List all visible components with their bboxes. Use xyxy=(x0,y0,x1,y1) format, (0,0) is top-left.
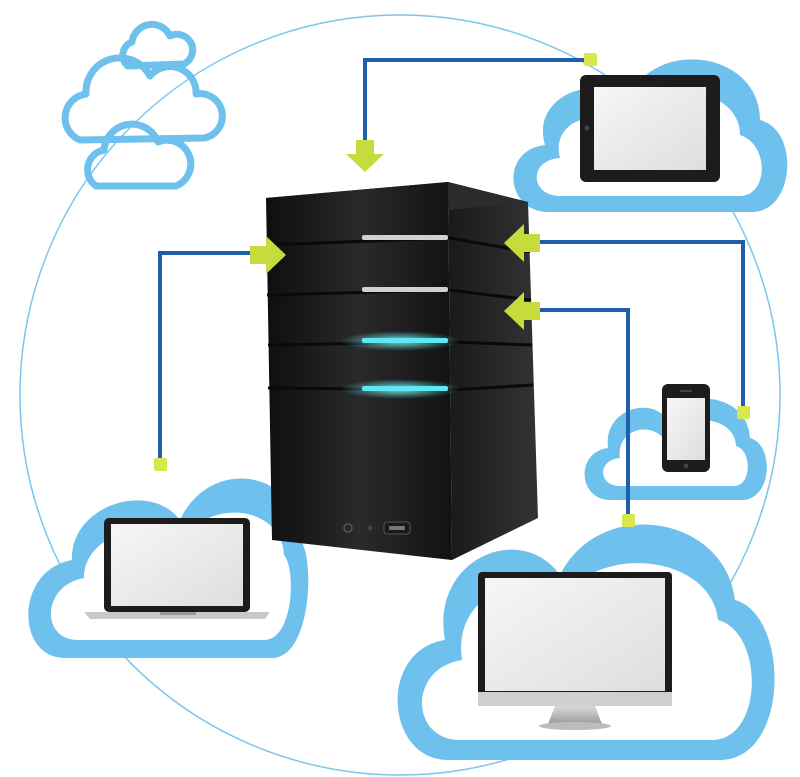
orbit-ring xyxy=(19,14,781,776)
drive-bay-led-4 xyxy=(362,386,448,391)
connector-dot-desktop xyxy=(622,514,635,527)
drive-bay-led-2 xyxy=(362,287,448,292)
line-smartphone-server xyxy=(540,240,745,410)
laptop-device xyxy=(84,518,270,619)
smartphone-device xyxy=(662,384,710,472)
line-desktop-server xyxy=(540,308,630,520)
connector-dot-laptop xyxy=(154,458,167,471)
connector-lines xyxy=(158,58,745,520)
arrow-left-into-server-mid xyxy=(504,292,540,330)
connector-dot-smartphone xyxy=(737,406,750,419)
power-icon xyxy=(343,523,353,533)
cloud-cluster-icon xyxy=(61,20,226,190)
tablet-screen xyxy=(594,87,706,170)
connector-dot-tablet xyxy=(584,53,597,66)
arrows xyxy=(250,140,540,330)
server-tower xyxy=(265,182,538,560)
server-front-panel xyxy=(343,521,411,535)
arrow-down-into-server xyxy=(346,140,384,172)
monitor-stand xyxy=(548,706,602,724)
arrow-left-into-server-top xyxy=(504,224,540,262)
arrow-right-into-server xyxy=(250,236,286,274)
line-laptop-server xyxy=(158,251,250,465)
smartphone-screen xyxy=(667,398,705,460)
drive-bay-led-3 xyxy=(362,338,448,343)
drive-bay-led-1 xyxy=(362,235,448,240)
desktop-monitor-device xyxy=(478,572,672,730)
desktop-monitor-screen xyxy=(485,578,665,691)
line-tablet-server xyxy=(363,58,590,145)
tablet-device xyxy=(580,75,720,182)
laptop-screen xyxy=(111,524,243,606)
connector-dots xyxy=(154,53,750,527)
